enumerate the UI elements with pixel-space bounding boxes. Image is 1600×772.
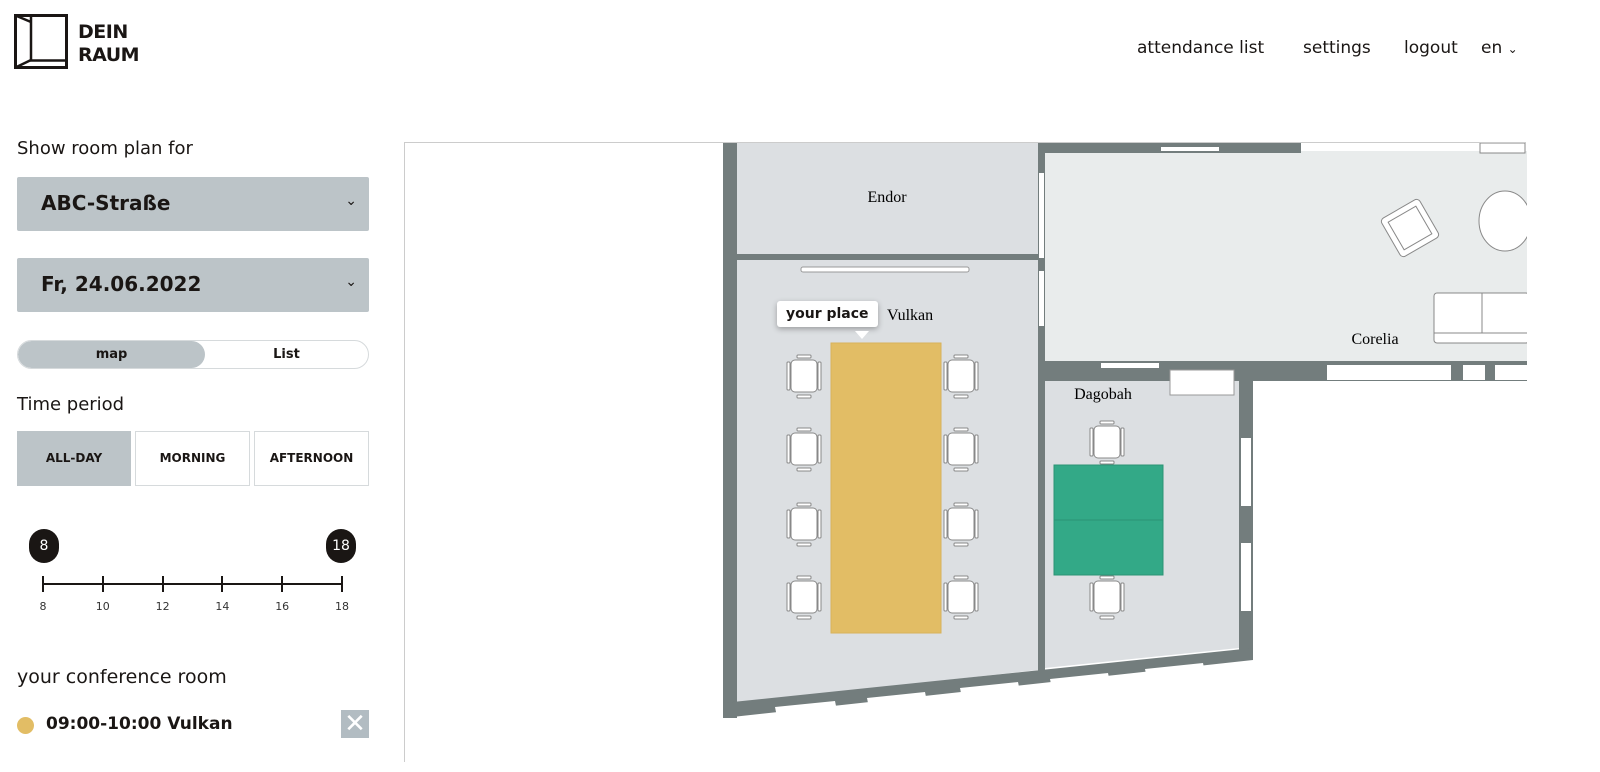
booking-color-dot: [17, 717, 34, 734]
chair-icon: [786, 575, 822, 620]
tooltip-arrow: [855, 331, 869, 339]
language-value: en: [1481, 38, 1503, 58]
slider-tick: [281, 576, 284, 592]
slider-tick-label: 14: [215, 600, 230, 613]
logo[interactable]: [14, 14, 68, 69]
slider-tick-label: 16: [275, 600, 290, 613]
date-value: Fr, 24.06.2022: [41, 272, 202, 296]
whiteboard: [800, 266, 970, 273]
nav-logout[interactable]: logout: [1404, 38, 1458, 58]
chair-icon: [943, 502, 979, 547]
chair-icon: [1089, 420, 1125, 465]
room-label-corelia: Corelia: [1351, 331, 1398, 348]
chair-icon: [943, 427, 979, 472]
your-place-tooltip: your place: [777, 301, 878, 327]
time-slider[interactable]: [42, 572, 343, 596]
time-period-label: Time period: [17, 394, 125, 415]
logo-line-2: RAUM: [78, 44, 140, 66]
location-select[interactable]: ABC-Straße ⌄: [17, 177, 369, 231]
language-select[interactable]: en ⌄: [1481, 38, 1518, 58]
period-all-day[interactable]: ALL-DAY: [17, 431, 131, 486]
show-room-plan-label: Show room plan for: [17, 138, 193, 159]
floor-plan-map[interactable]: Endor Vulkan Corelia Dagobah your place: [404, 142, 1532, 762]
slider-tick-label: 10: [95, 600, 110, 613]
logo-icon: [14, 14, 68, 69]
nav-settings[interactable]: settings: [1303, 38, 1371, 58]
slider-track: [43, 583, 342, 585]
close-icon[interactable]: ✕: [341, 710, 369, 738]
desk-vulkan-booked[interactable]: [830, 342, 942, 634]
room-endor[interactable]: [737, 143, 1038, 254]
slider-tick: [42, 576, 44, 592]
chair-icon: [786, 427, 822, 472]
booking-text: 09:00-10:00 Vulkan: [46, 714, 233, 734]
conference-room-label: your conference room: [17, 666, 227, 688]
slider-handle-start[interactable]: 8: [29, 529, 59, 563]
date-select[interactable]: Fr, 24.06.2022 ⌄: [17, 258, 369, 312]
chevron-down-icon: ⌄: [345, 274, 357, 290]
room-label-vulkan: Vulkan: [887, 307, 933, 324]
slider-tick: [221, 576, 224, 592]
windows: [775, 147, 1527, 717]
chevron-down-icon: ⌄: [1507, 42, 1518, 56]
slider-handle-end[interactable]: 18: [326, 529, 356, 563]
slider-tick-label: 18: [335, 600, 349, 613]
toggle-map[interactable]: map: [18, 341, 205, 368]
slider-tick-label: 12: [155, 600, 170, 613]
chair-icon: [786, 502, 822, 547]
slider-tick-label: 8: [39, 600, 47, 613]
location-value: ABC-Straße: [41, 191, 171, 215]
toggle-list[interactable]: List: [273, 347, 300, 362]
chair-icon: [943, 354, 979, 399]
slider-tick: [341, 576, 343, 592]
chair-icon: [786, 354, 822, 399]
logo-line-1: DEIN: [78, 21, 128, 43]
view-toggle[interactable]: map List: [17, 340, 369, 369]
sofa: [1433, 292, 1530, 344]
room-label-endor: Endor: [867, 189, 907, 206]
chevron-down-icon: ⌄: [345, 193, 357, 209]
slider-tick: [161, 576, 164, 592]
chair-icon: [943, 575, 979, 620]
slider-tick: [101, 576, 104, 592]
chair-icon: [1089, 575, 1125, 620]
period-morning[interactable]: MORNING: [135, 431, 250, 486]
room-label-dagobah: Dagobah: [1074, 386, 1132, 403]
period-afternoon[interactable]: AFTERNOON: [254, 431, 369, 486]
nav-attendance-list[interactable]: attendance list: [1137, 38, 1265, 58]
armchair-icon: [1380, 198, 1440, 258]
round-table: [1478, 190, 1532, 252]
